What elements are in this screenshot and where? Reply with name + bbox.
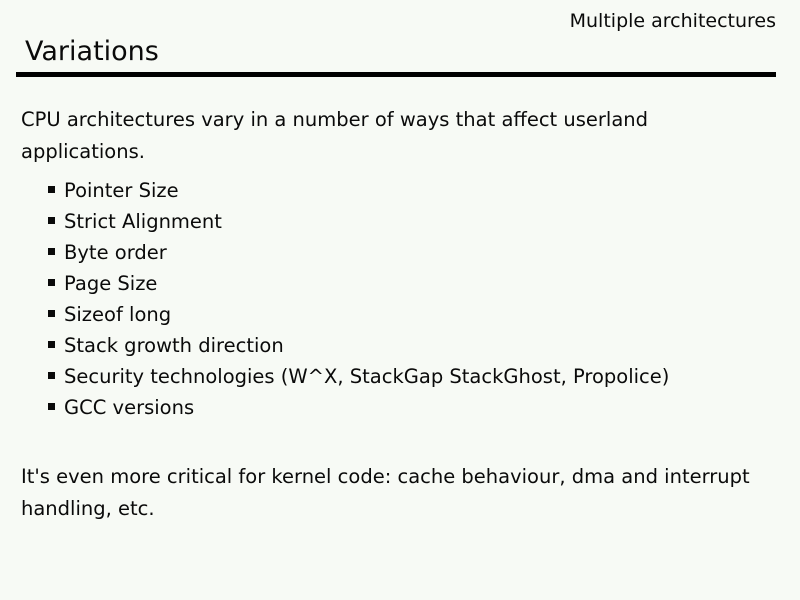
- slide-header-topic: Multiple architectures: [569, 10, 776, 32]
- bullet-label: GCC versions: [64, 396, 195, 419]
- list-item: Strict Alignment: [48, 206, 780, 237]
- bullet-label: Strict Alignment: [64, 210, 222, 233]
- list-item: Sizeof long: [48, 299, 780, 330]
- bullet-square-icon: [48, 279, 55, 286]
- footer-line: handling, etc.: [21, 497, 155, 520]
- list-item: GCC versions: [48, 392, 780, 423]
- bullet-label: Byte order: [64, 241, 167, 264]
- list-item: Byte order: [48, 237, 780, 268]
- footer-paragraph: It's even more critical for kernel code:…: [21, 461, 780, 525]
- intro-paragraph: CPU architectures vary in a number of wa…: [21, 104, 780, 168]
- page-title: Variations: [25, 36, 159, 67]
- bullet-square-icon: [48, 186, 55, 193]
- footer-line: It's even more critical for kernel code:…: [21, 465, 750, 488]
- title-divider-rule: [16, 72, 776, 77]
- bullet-label: Pointer Size: [64, 179, 179, 202]
- bullet-square-icon: [48, 403, 55, 410]
- list-item: Pointer Size: [48, 175, 780, 206]
- bullet-label: Security technologies (W^X, StackGap Sta…: [64, 365, 670, 388]
- bullet-square-icon: [48, 372, 55, 379]
- bullet-label: Stack growth direction: [64, 334, 284, 357]
- bullet-label: Page Size: [64, 272, 158, 295]
- list-item: Page Size: [48, 268, 780, 299]
- list-item: Security technologies (W^X, StackGap Sta…: [48, 361, 780, 392]
- bullet-square-icon: [48, 248, 55, 255]
- slide-body: CPU architectures vary in a number of wa…: [21, 104, 780, 525]
- bullet-square-icon: [48, 217, 55, 224]
- intro-line: CPU architectures vary in a number of wa…: [21, 108, 649, 131]
- list-item: Stack growth direction: [48, 330, 780, 361]
- bullet-square-icon: [48, 310, 55, 317]
- intro-line: applications.: [21, 140, 145, 163]
- bullet-label: Sizeof long: [64, 303, 172, 326]
- bullet-square-icon: [48, 341, 55, 348]
